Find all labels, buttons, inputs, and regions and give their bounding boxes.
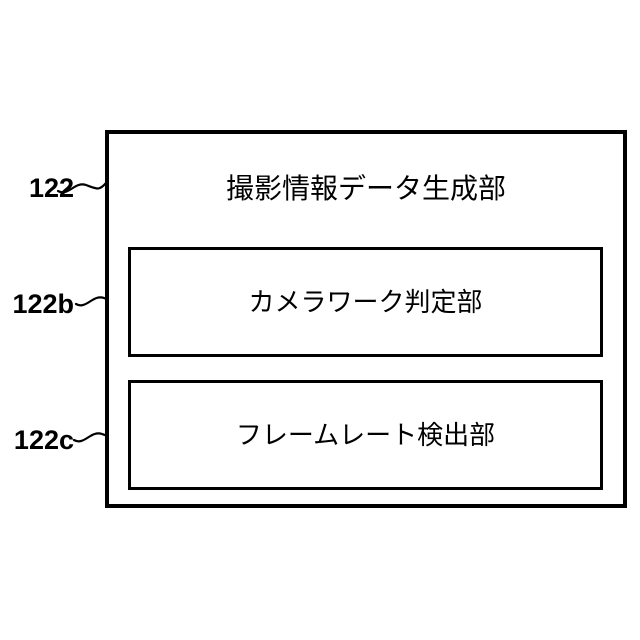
ref-label-122: 122: [28, 173, 74, 203]
ref-label-122c: 122c: [13, 425, 74, 455]
inner-box-camera-work-determination: カメラワーク判定部: [128, 247, 603, 357]
inner-box-frame-rate-detection: フレームレート検出部: [128, 380, 603, 490]
outer-box-title: 撮影情報データ生成部: [225, 173, 506, 204]
outer-box-shooting-info-data-generator: 撮影情報データ生成部 カメラワーク判定部 フレームレート検出部: [105, 130, 627, 508]
inner-box-camera-work-label: カメラワーク判定部: [248, 287, 483, 317]
inner-box-frame-rate-label: フレームレート検出部: [235, 420, 496, 450]
ref-label-122b: 122b: [12, 289, 74, 319]
